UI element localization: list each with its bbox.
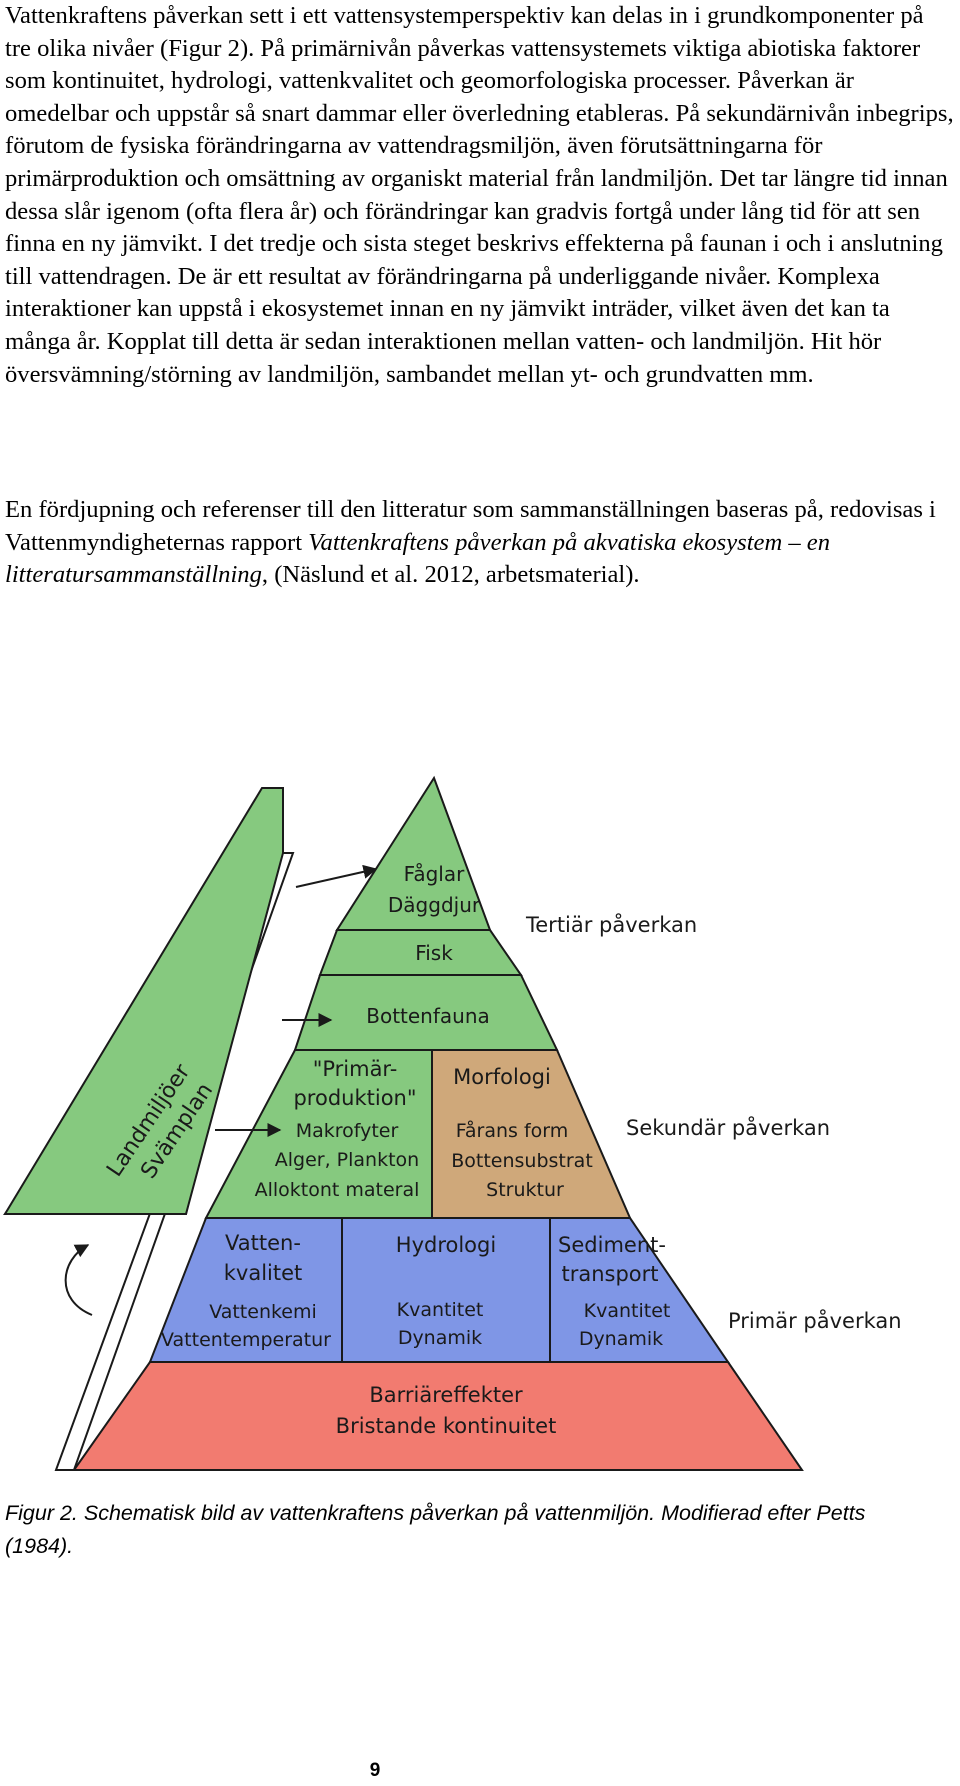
arrow-to-fauna [295,864,378,888]
body-paragraph-1: Vattenkraftens påverkan sett i ett vatte… [5,2,954,388]
label-bottenfauna: Bottenfauna [366,1004,490,1028]
label-daggdjur: Däggdjur [388,893,481,917]
label-hydro-kvantitet: Kvantitet [397,1299,484,1321]
label-hydrologi: Hydrologi [396,1233,496,1257]
label-sediment: Sediment- [558,1233,666,1257]
label-bristande-kontinuitet: Bristande kontinuitet [336,1414,557,1438]
level-sekundar: Sekundär påverkan [626,1115,830,1140]
label-sediment-kvantitet: Kvantitet [584,1300,671,1322]
label-primar-2: produktion" [293,1086,416,1110]
paragraph-2-start: En fördjupning och referenser till den l… [5,496,936,556]
report-title: Vattenkraftens påverkan på akvatiska eko… [5,528,831,589]
label-transport: transport [561,1262,658,1286]
tier-barriareffekter [72,1361,804,1471]
label-faglar: Fåglar [404,862,465,886]
label-vattenkemi: Vattenkemi [209,1301,317,1323]
label-barriareffekter: Barriäreffekter [369,1383,523,1407]
label-kvalitet: kvalitet [224,1261,303,1285]
level-tertiar: Tertiär påverkan [525,912,697,937]
label-morfologi: Morfologi [453,1065,551,1089]
page-number: 9 [369,1760,381,1781]
label-primar-1: "Primär- [313,1057,398,1081]
level-primar: Primär påverkan [728,1308,902,1333]
figure-caption: Figur 2. Schematisk bild av vattenkrafte… [5,1501,866,1558]
label-fisk: Fisk [415,941,453,965]
arrow-from-barrier [64,1244,93,1316]
body-paragraph-2: En fördjupning och referenser till den l… [5,494,955,592]
label-vattentemperatur: Vattentemperatur [161,1329,331,1351]
label-bottensubstrat: Bottensubstrat [451,1150,593,1172]
label-makrofyter: Makrofyter [296,1120,399,1142]
label-vatten: Vatten- [225,1231,301,1255]
label-alger-plankton: Alger, Plankton [275,1149,419,1171]
label-hydro-dynamik: Dynamik [398,1327,482,1349]
label-struktur: Struktur [486,1179,564,1201]
label-farans-form: Fårans form [456,1119,569,1142]
paragraph-2-end: , (Näslund et al. 2012, arbetsmaterial). [261,561,640,589]
label-sediment-dynamik: Dynamik [579,1328,663,1350]
label-alloktont: Alloktont materal [255,1179,420,1201]
impact-pyramid-figure: Landmiljöer Svämplan Fåglar Däggdjur Fis… [3,775,902,1471]
land-strip-body [3,787,284,1215]
